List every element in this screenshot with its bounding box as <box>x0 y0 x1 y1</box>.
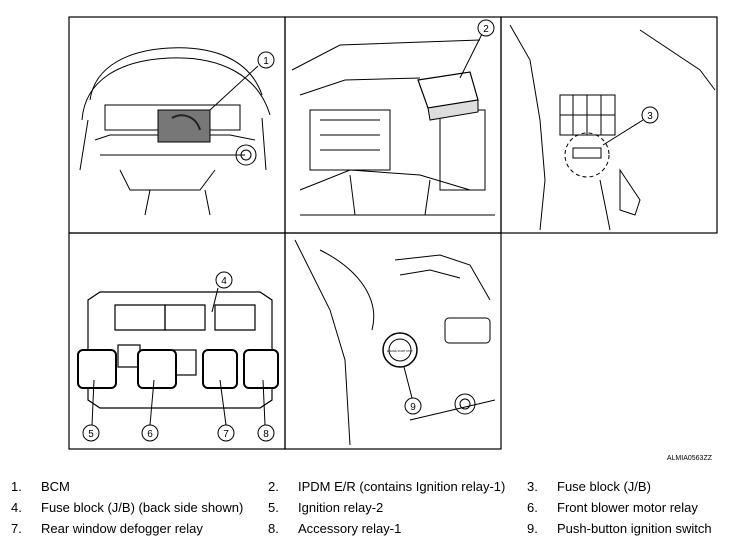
panel-fuse-block <box>500 16 718 234</box>
svg-text:3: 3 <box>647 111 653 122</box>
panel-ignition-switch <box>284 232 502 450</box>
relay-ignition-2 <box>77 349 117 389</box>
callout-7: 7 <box>217 424 235 442</box>
callout-9: 9 <box>404 397 422 415</box>
component-location-diagram: 1 2 3 <box>68 16 718 462</box>
fuse-block-outline <box>564 132 610 178</box>
callout-5: 5 <box>82 424 100 442</box>
callout-3: 3 <box>641 106 659 124</box>
panel-relays <box>68 232 286 450</box>
callout-8: 8 <box>257 424 275 442</box>
figure-id: ALMIA0563ZZ <box>667 455 713 462</box>
relay-front-blower-motor <box>137 349 177 389</box>
panel-ipdm <box>284 16 502 234</box>
push-button-ignition-switch: ENGINE START STOP <box>382 332 418 368</box>
legend: 1. BCM 2. IPDM E/R (contains Ignition re… <box>11 479 712 536</box>
svg-text:9: 9 <box>410 402 416 413</box>
svg-text:7: 7 <box>223 429 229 440</box>
svg-text:2: 2 <box>483 24 489 35</box>
relay-rear-window-defogger <box>202 349 238 389</box>
fuse-block-back <box>87 291 273 409</box>
svg-text:1: 1 <box>263 56 269 67</box>
engine-room-drawing <box>291 39 495 216</box>
engine-start-label: ENGINE START STOP <box>387 350 413 353</box>
svg-text:5: 5 <box>88 429 94 440</box>
callout-6: 6 <box>141 424 159 442</box>
relay-accessory-1 <box>243 349 279 389</box>
callout-1: 1 <box>257 51 275 69</box>
lower-dash-drawing <box>509 24 716 231</box>
dash-drawing <box>294 239 496 446</box>
callout-2: 2 <box>477 19 495 37</box>
svg-text:8: 8 <box>263 429 269 440</box>
svg-text:6: 6 <box>147 429 153 440</box>
callout-4: 4 <box>215 271 233 289</box>
svg-text:4: 4 <box>221 276 227 287</box>
